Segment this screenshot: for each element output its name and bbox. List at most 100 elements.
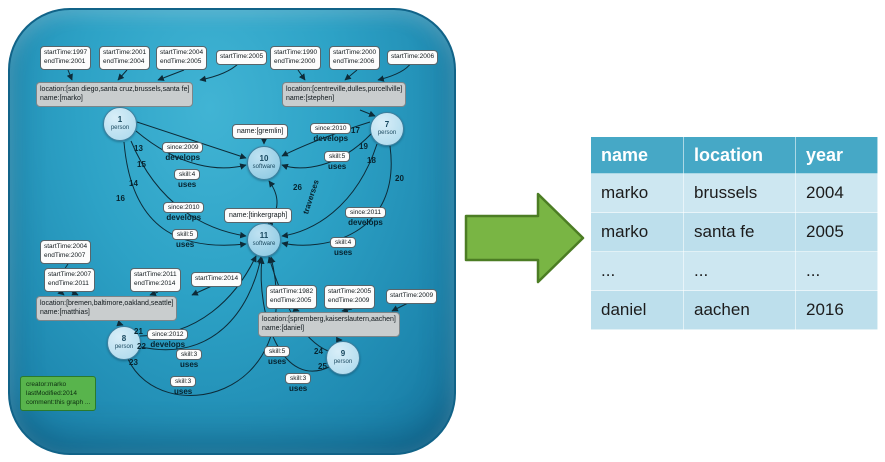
graph-edges — [57, 62, 412, 397]
edge-id: 24 — [314, 347, 323, 356]
edge-verb: develops — [348, 218, 383, 227]
table-cell: aachen — [683, 290, 796, 330]
text-line: endTime:2000 — [274, 57, 316, 65]
text-line: startTime:2004 — [160, 49, 204, 56]
edge-id: 21 — [134, 327, 143, 336]
text-line: endTime:2005 — [160, 57, 202, 65]
table-header-name: name — [590, 136, 684, 174]
table-cell: ... — [795, 251, 878, 291]
edge-verb: uses — [178, 180, 197, 189]
text-line: endTime:2007 — [44, 251, 86, 259]
text-line: startTime:2011 — [134, 271, 177, 278]
edge-id: 22 — [137, 342, 146, 351]
edge-id: 17 — [351, 126, 360, 135]
vertex-id: 8 — [121, 334, 127, 344]
edge-property: skill:3 — [176, 349, 203, 360]
edge-property: skill:3 — [170, 376, 197, 387]
edge-id: 16 — [116, 194, 125, 203]
edge-id: 19 — [359, 142, 368, 151]
time-box: startTime:2006 — [387, 50, 439, 65]
text-line: startTime:2004 — [44, 243, 88, 250]
text-line: endTime:2001 — [44, 57, 86, 65]
edge-verb: uses — [328, 162, 347, 171]
edge-property: since:2010 — [163, 202, 205, 213]
edge-property: skill:5 — [172, 229, 199, 240]
vertex-id: 1 — [117, 115, 123, 125]
time-box: startTime:2009 — [386, 289, 438, 304]
time-box: startTime:2005 — [216, 50, 268, 65]
edge-verb: develops — [166, 213, 202, 222]
result-table: name location year marko brussels 2004 m… — [590, 136, 878, 330]
text-line: endTime:2005 — [270, 296, 312, 304]
edge-property: skill:4 — [330, 237, 357, 248]
text-line: name:[marko] — [40, 95, 83, 103]
table-cell: marko — [590, 173, 684, 213]
edge-id: 20 — [395, 174, 404, 183]
table-header-year: year — [795, 136, 878, 174]
table-cell: 2005 — [795, 212, 878, 252]
graph-meta-box: creator:marko lastModified:2014 comment:… — [20, 376, 97, 412]
edge-verb: uses — [268, 357, 287, 366]
edge-verb: uses — [289, 384, 308, 393]
text-line: startTime:1997 — [44, 49, 88, 56]
info-box-matthias: location:[bremen,baltimore,oakland,seatt… — [36, 296, 178, 321]
table-row: daniel aachen 2016 — [590, 290, 878, 330]
table-row: marko brussels 2004 — [590, 173, 878, 213]
edge-id: 25 — [318, 362, 327, 371]
vertex-label: person — [110, 125, 130, 132]
text-line: comment:this graph ... — [26, 399, 91, 407]
table-cell: ... — [683, 251, 796, 291]
vertex-id: 9 — [340, 349, 346, 359]
text-line: startTime:2007 — [48, 271, 92, 278]
table-cell: ... — [590, 251, 684, 291]
edge-id: 14 — [129, 179, 138, 188]
edge-id: 15 — [137, 160, 146, 169]
text-line: startTime:2000 — [333, 49, 377, 56]
text-line: location:[spremberg,kaiserslautern,aache… — [262, 316, 396, 323]
vertex-label: software — [252, 241, 276, 248]
edge-property: skill:5 — [264, 346, 291, 357]
vertex-label: software — [252, 164, 276, 171]
edge-property: skill:5 — [324, 151, 351, 162]
info-box-daniel: location:[spremberg,kaiserslautern,aache… — [258, 312, 400, 337]
vertex-id: 10 — [259, 154, 269, 164]
table-row: marko santa fe 2005 — [590, 212, 878, 252]
text-line: endTime:2009 — [328, 296, 370, 304]
text-line: name:[stephen] — [286, 95, 335, 103]
text-line: lastModified:2014 — [26, 390, 77, 398]
text-line: startTime:2005 — [328, 288, 372, 295]
text-line: endTime:2011 — [48, 279, 89, 287]
edge-verb: uses — [174, 387, 193, 396]
edge-verb: uses — [176, 240, 195, 249]
text-line: location:[bremen,baltimore,oakland,seatt… — [40, 300, 174, 307]
text-line: name:[matthias] — [40, 309, 90, 317]
edge-property: since:2012 — [147, 329, 189, 340]
edge-property: since:2011 — [345, 207, 386, 218]
text-line: startTime:2014 — [195, 275, 239, 282]
transform-arrow-icon — [464, 192, 585, 284]
table-header-location: location — [683, 136, 796, 174]
text-line: startTime:2005 — [220, 53, 264, 60]
